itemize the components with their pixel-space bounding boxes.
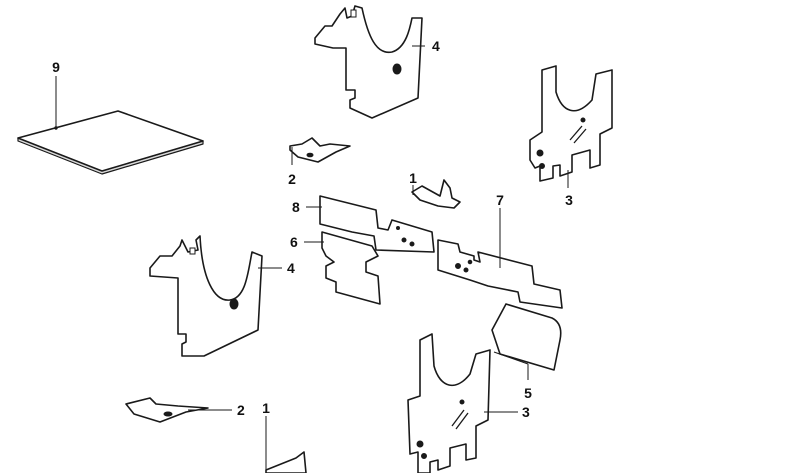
callout-4-top: 4 [432, 38, 440, 54]
part-3-top-plate: 3 [529, 65, 613, 208]
callout-3-top: 3 [565, 192, 573, 208]
callout-7: 7 [496, 192, 504, 208]
part-1-top-clip: 1 [409, 170, 461, 209]
callout-3-bottom: 3 [522, 404, 530, 420]
part-7-strip: 7 [437, 192, 563, 309]
callout-1-bottom: 1 [262, 400, 270, 416]
part-4-bottom-shield: 4 [149, 235, 295, 357]
part-4-top-shield: 4 [314, 5, 440, 119]
callout-2-bottom: 2 [237, 402, 245, 418]
callout-4-bottom: 4 [287, 260, 295, 276]
part-1-bottom-clip: 1 [262, 400, 307, 473]
part-2-bottom-bracket: 2 [125, 397, 245, 423]
callout-6: 6 [290, 234, 298, 250]
part-8-strip: 8 [292, 195, 435, 253]
callout-8: 8 [292, 199, 300, 215]
callout-9: 9 [52, 59, 60, 75]
callout-1-top: 1 [409, 170, 417, 186]
part-6-pad: 6 [290, 231, 381, 305]
part-5-pad: 5 [491, 303, 562, 401]
callout-5: 5 [524, 385, 532, 401]
callout-2-top: 2 [288, 171, 296, 187]
part-3-bottom-plate: 3 [407, 333, 530, 473]
part-9-mat: 9 [17, 59, 204, 175]
part-2-top-bracket: 2 [288, 137, 351, 187]
